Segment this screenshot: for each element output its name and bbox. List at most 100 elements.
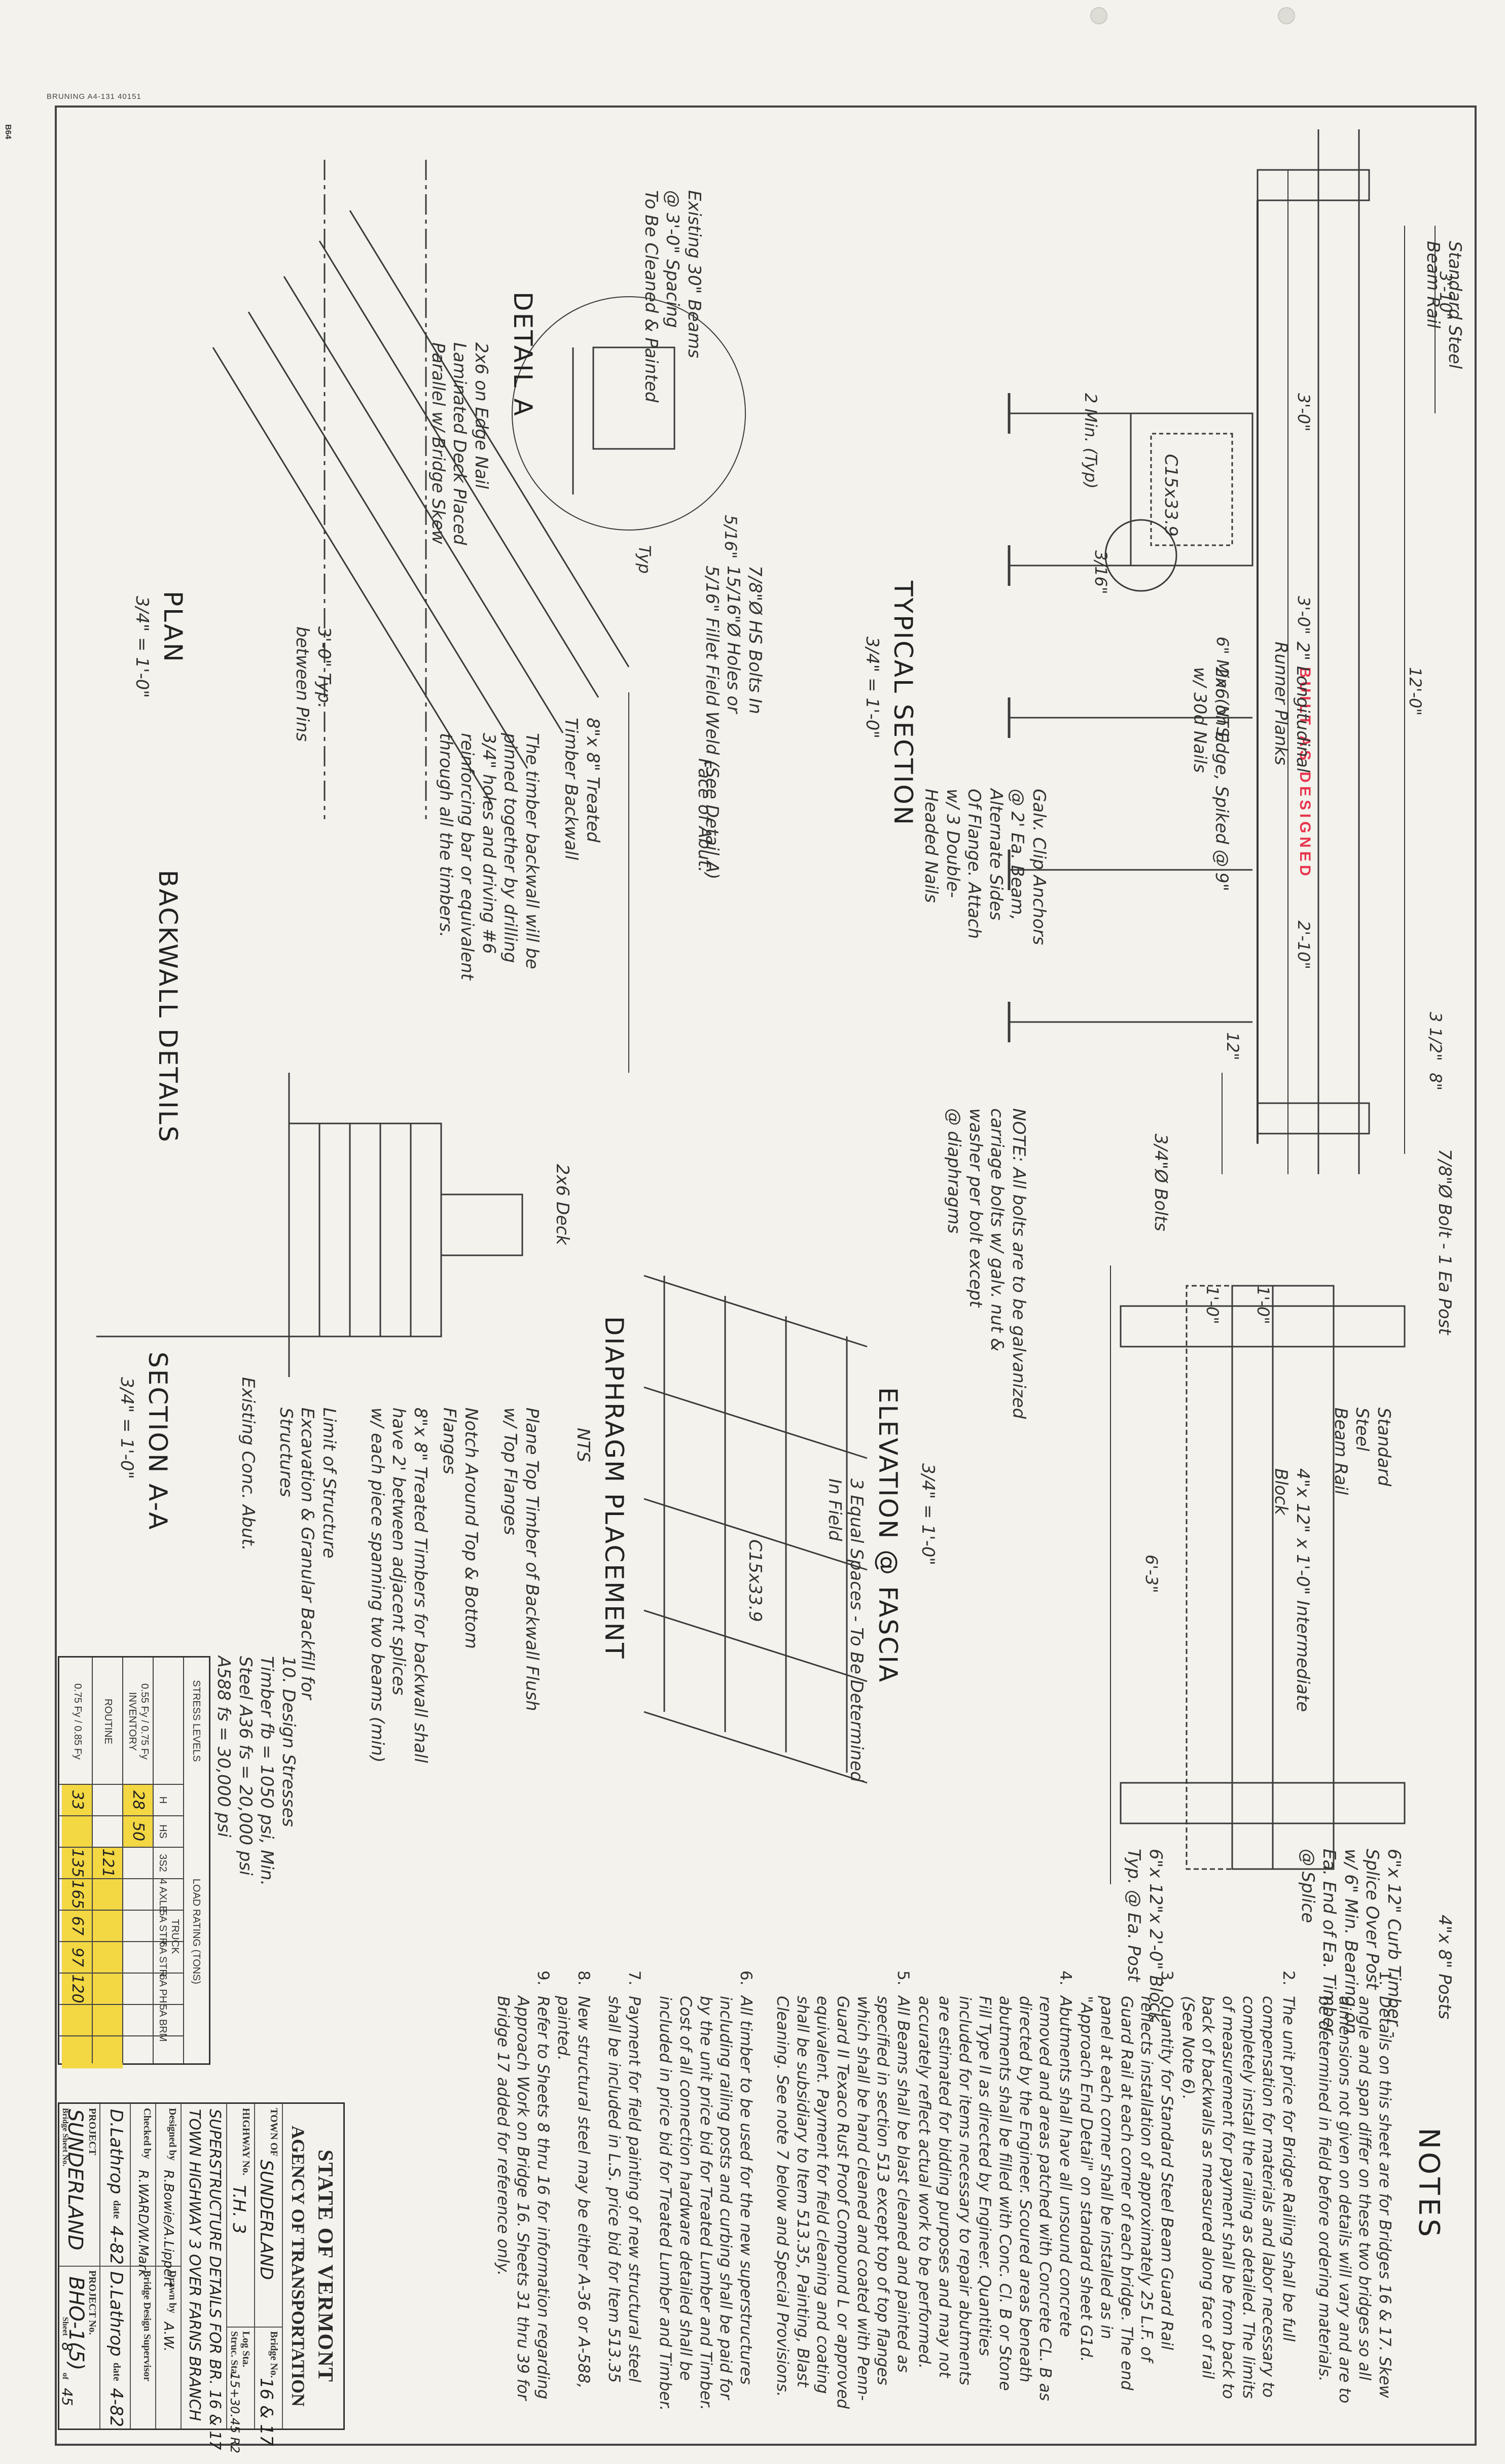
- note-1: 1.Details on this sheet are for Bridges …: [1315, 1970, 1394, 2404]
- tb-designed: R.Bowie/A.Lippert: [161, 2170, 176, 2287]
- truck-header: TRUCK: [169, 1919, 181, 1954]
- tb-struc-key: Struc. Sta.: [229, 2331, 240, 2377]
- dim-3-0-a: 3'-0": [1294, 393, 1313, 432]
- label-notch: Notch Around Top & Bottom Flanges: [439, 1407, 482, 1649]
- dim-6-3: 6'-3": [1142, 1555, 1161, 1593]
- label-face-of-abut: Face of Abut.: [694, 758, 714, 872]
- col-3s2: 3S2: [157, 1854, 168, 1872]
- note-3: 3.Quantity for Standard Steel Beam Guard…: [1077, 1970, 1176, 2390]
- load-rating-title: LOAD RATING (TONS): [191, 1878, 202, 1985]
- tb-sheet-key: Sheet: [61, 2317, 69, 2336]
- dim-3-0-b: 3'-0": [1294, 596, 1313, 635]
- row-operating-label: 0.75 Fy / 0.85 Fy: [72, 1683, 83, 1760]
- col-5a-brm: 5A BRM: [157, 2004, 168, 2042]
- title-block: STATE OF VERMONT AGENCY OF TRANSPORTATIO…: [58, 2102, 345, 2453]
- tb-date-2: 4-82: [106, 2388, 126, 2427]
- rotated-drawing: TYPICAL SECTION 3/4" = 1'-0" BUILT AS DE…: [48, 109, 1465, 2453]
- tb-town-key: TOWN OF: [268, 2108, 279, 2157]
- tb-struc: 15+30.45 R2: [228, 2373, 242, 2453]
- dim-5-16: 5/16": [721, 515, 740, 559]
- note-4: 4.Abutments shall have all unsound concr…: [915, 1970, 1074, 2401]
- row-inventory-sub: INVENTORY: [127, 1692, 138, 1751]
- lr-op-6astr: 97: [68, 1947, 86, 1967]
- col-6a-str: 6A STR: [157, 1942, 168, 1977]
- label-backwall-note: The timber backwall will be pinned toget…: [436, 733, 542, 980]
- elevation-drawing: [1110, 1265, 1406, 1884]
- label-clip-anchors: Galv. Clip Anchors @ 2' Ea. Beam, Altern…: [921, 789, 1050, 945]
- tb-town: SUNDERLAND: [256, 2160, 276, 2280]
- col-h: H: [157, 1796, 168, 1804]
- label-treated-timbers: 8"x 8" Treated Timbers for backwall shal…: [367, 1407, 431, 1763]
- plan-scale: 3/4" = 1'-0": [132, 596, 152, 698]
- load-rating-table: LOAD RATING (TONS) STRESS LEVELS H HS 3S…: [58, 1656, 210, 2068]
- dim-8: 8": [1426, 1073, 1445, 1091]
- typical-section-drawing: [1008, 129, 1436, 1174]
- note-7: 7.Payment for field painting of new stru…: [605, 1970, 643, 2383]
- note-2: 2.The unit price for Bridge Railing shal…: [1178, 1970, 1298, 2399]
- typical-section-title: TYPICAL SECTION: [888, 581, 918, 827]
- detail-a-title: DETAIL A: [508, 292, 538, 417]
- dim-3-16: 3/16": [1091, 550, 1110, 594]
- detail-a-drawing: [512, 296, 746, 531]
- lr-op-3s2: 135: [68, 1848, 86, 1878]
- label-posts: 4"x 8" Posts: [1435, 1915, 1455, 2020]
- col-4axle: 4 AXLE: [157, 1879, 168, 1913]
- label-backwall-timber: 8"x 8" Treated Timber Backwall: [561, 718, 603, 860]
- tb-date-key-2: date: [111, 2363, 122, 2381]
- diaphragm-scale: NTS: [573, 1428, 593, 1462]
- lr-inv-h: 28: [129, 1790, 147, 1810]
- dim-2-min: 2 Min. (Typ): [1081, 393, 1100, 489]
- load-rating-grid: [59, 1658, 184, 2063]
- tb-of: 45: [59, 2388, 76, 2406]
- lr-op-6aph: 120: [68, 1974, 86, 2003]
- tb-sheet-title-2: TOWN HIGHWAY 3 OVER FARNS BRANCH: [186, 2109, 203, 2421]
- tb-drawn: A.W.: [161, 2322, 176, 2352]
- tb-of-key: of: [61, 2373, 69, 2380]
- note-9: 9.Refer to Sheets 8 thru 16 for informat…: [493, 1970, 552, 2401]
- section-aa-title: SECTION A-A: [143, 1352, 172, 1531]
- dim-12: 12": [1223, 1032, 1242, 1061]
- tb-checked-key: Checked by: [141, 2108, 153, 2159]
- dim-1-0-b: 1'-0": [1203, 1286, 1222, 1324]
- label-bolt-rod: 7/8"Ø Bolt - 1 Ea Post: [1435, 1149, 1455, 1335]
- tb-highway-key: HIGHWAY No.: [240, 2108, 252, 2175]
- tb-sheet-title-1: SUPERSTRUCTURE DETAILS FOR BR. 16 & 17: [206, 2109, 224, 2450]
- section-aa-drawing: [96, 1073, 523, 1377]
- notes-title: NOTES: [1412, 2128, 1445, 2240]
- row-inventory-label: 0.55 Fy / 0.75 Fy: [139, 1683, 150, 1760]
- lr-op-5astr: 67: [68, 1916, 86, 1936]
- label-existing-abut: Existing Conc. Abut.: [238, 1377, 258, 1551]
- elevation-title: ELEVATION @ FASCIA: [873, 1387, 903, 1684]
- stress-levels-header: STRESS LEVELS: [191, 1680, 202, 1762]
- label-runner-planks: 2" Longitudinal Runner Planks: [1271, 642, 1313, 773]
- tb-date-1: 4-82: [106, 2226, 126, 2265]
- title-block-grid: [59, 2104, 283, 2428]
- dim-12-0: 12'-0": [1406, 667, 1425, 716]
- paper-mark: BRUNING A4-131 40151: [47, 92, 141, 101]
- lr-op-4axle: 165: [68, 1880, 86, 1909]
- dim-1-0-a: 1'-0": [1253, 1286, 1273, 1324]
- typical-section-scale: 3/4" = 1'-0": [862, 637, 882, 738]
- plan-title: PLAN: [158, 591, 188, 663]
- label-intermediate-block: 4"x 12" x 1'-0" Intermediate Block: [1271, 1468, 1313, 1712]
- col-hs: HS: [157, 1824, 168, 1839]
- tb-drawn-key: Drawn by: [167, 2270, 178, 2314]
- dim-3-half: 3 1/2": [1426, 1012, 1445, 1061]
- section-aa-scale: 3/4" = 1'-0": [117, 1377, 137, 1479]
- tb-project-key: PROJECT: [87, 2108, 98, 2156]
- label-plane-top: Plane Top Timber of Backwall Flush w/ To…: [500, 1407, 543, 1711]
- lr-op-h: 33: [68, 1790, 86, 1810]
- tb-designed-key: Designed by: [167, 2108, 178, 2161]
- label-laminated-deck: 2x6 on Edge Nail Laminated Deck Placed P…: [428, 342, 491, 545]
- diaphragm-drawing: [643, 1275, 868, 1784]
- label-design-stresses: 10. Design Stresses Timber fb = 1050 psi…: [213, 1656, 299, 1886]
- label-existing-beams: Existing 30" Beams @ 3'-0" Spacing To Be…: [641, 190, 704, 403]
- note-8: 8.New structural steel may be either A-3…: [554, 1970, 593, 2388]
- tb-date-key-1: date: [111, 2200, 122, 2219]
- tb-log-key: Log Sta.: [240, 2331, 252, 2368]
- label-steel-rail-elev: Standard Steel Beam Rail: [1331, 1407, 1394, 1495]
- backwall-title: BACKWALL DETAILS: [153, 870, 183, 1144]
- note-6: 6.All timber to be used for the new supe…: [656, 1970, 755, 2411]
